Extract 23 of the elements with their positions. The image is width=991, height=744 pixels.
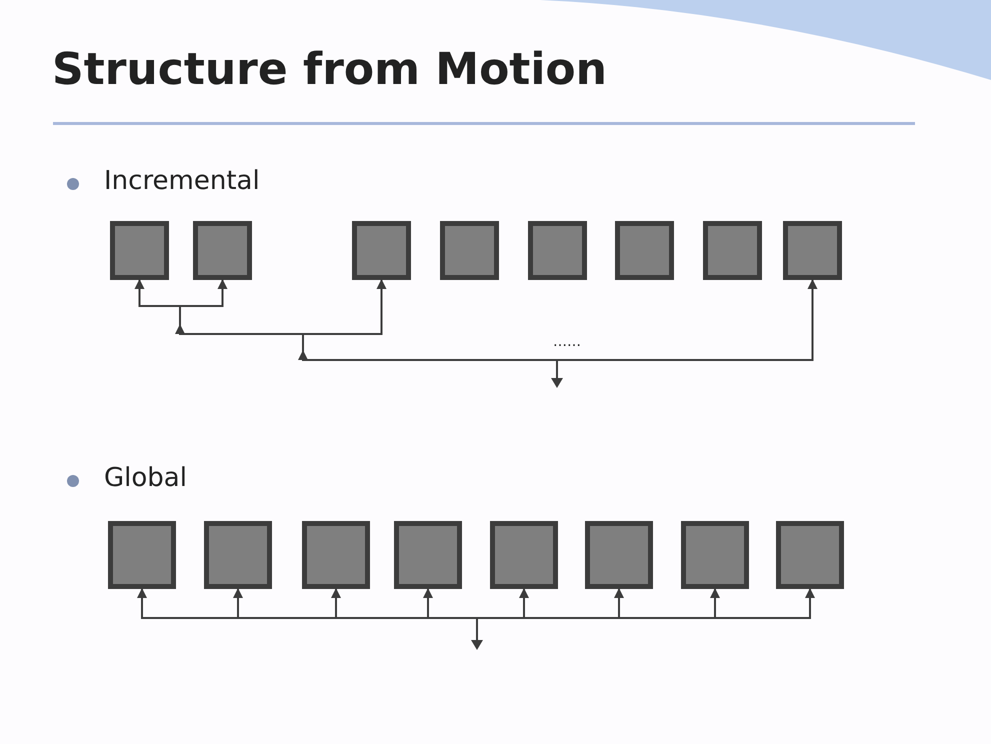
image-square [490, 521, 558, 589]
arrow [557, 279, 818, 361]
image-square [108, 521, 176, 589]
arrow [423, 588, 477, 619]
image-square [302, 521, 370, 589]
image-square [783, 221, 842, 280]
image-square [193, 221, 252, 280]
image-square [204, 521, 272, 589]
section-heading: Incremental [104, 166, 260, 196]
image-square [528, 221, 587, 280]
slide-title: Structure from Motion [52, 44, 607, 95]
ellipsis-note: …… [553, 334, 581, 350]
section-heading: Global [104, 463, 187, 493]
image-square [440, 221, 499, 280]
image-square [681, 521, 749, 589]
image-square [703, 221, 762, 280]
image-square [394, 521, 462, 589]
image-square [776, 521, 844, 589]
arrow [477, 588, 815, 619]
image-square [615, 221, 674, 280]
image-square [352, 221, 411, 280]
image-square [110, 221, 169, 280]
image-square [585, 521, 653, 589]
